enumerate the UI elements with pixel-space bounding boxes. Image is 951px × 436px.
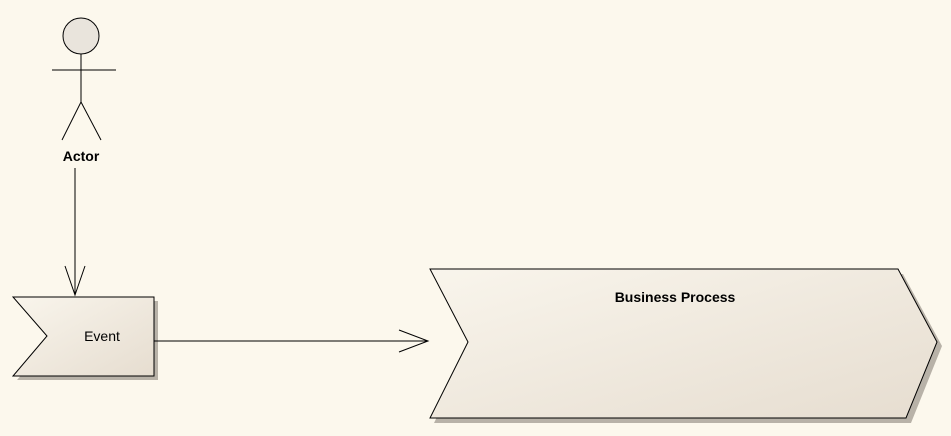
event-flag-shape <box>11 296 155 377</box>
actor-head <box>62 17 100 55</box>
actor-left-leg <box>61 101 82 141</box>
open-arrowhead-icon <box>398 329 430 353</box>
edge-actor-to-event[interactable] <box>64 168 86 297</box>
actor-node[interactable]: Actor <box>52 17 116 164</box>
actor-label: Actor <box>63 148 100 164</box>
edge-event-to-process[interactable] <box>154 329 430 353</box>
process-chevron-shape <box>429 268 938 419</box>
event-label: Event <box>84 328 120 344</box>
actor-right-leg <box>80 101 102 141</box>
event-node[interactable]: Event <box>11 296 158 380</box>
open-arrowhead-icon <box>64 265 86 297</box>
stick-figure-icon <box>52 17 116 141</box>
process-node[interactable]: Business Process <box>429 268 942 423</box>
process-label: Business Process <box>615 289 736 305</box>
